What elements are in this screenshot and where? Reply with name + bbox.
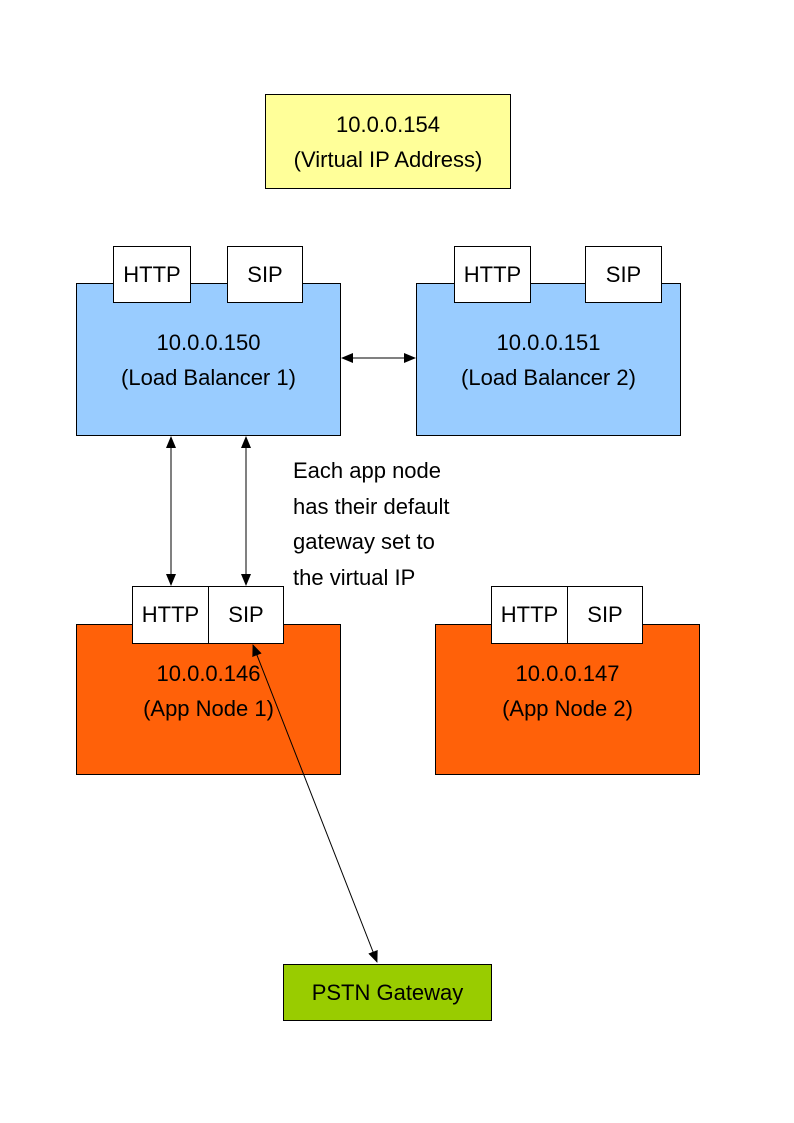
app-node-1-sip-port: SIP xyxy=(208,586,284,644)
pstn-gateway-box: PSTN Gateway xyxy=(283,964,492,1021)
app-node-1-address: 10.0.0.146 xyxy=(156,660,261,686)
load-balancer-2-sip-port: SIP xyxy=(585,246,662,303)
gateway-note-line: Each app node xyxy=(293,458,442,483)
load-balancer-2-box: 10.0.0.151 (Load Balancer 2) xyxy=(416,283,681,436)
gateway-note: Each app node has their default gateway … xyxy=(293,453,493,595)
load-balancer-1-sip-port: SIP xyxy=(227,246,303,303)
app-node-2-box: 10.0.0.147 (App Node 2) xyxy=(435,624,700,775)
load-balancer-2-label: (Load Balancer 2) xyxy=(461,364,636,390)
load-balancer-1-http-port: HTTP xyxy=(113,246,191,303)
app-node-2-label: (App Node 2) xyxy=(502,695,633,721)
sip-pstn-connector xyxy=(252,644,378,963)
app-node-1-label: (App Node 1) xyxy=(143,695,274,721)
gateway-note-line: gateway set to xyxy=(293,529,435,554)
gateway-note-line: has their default xyxy=(293,493,450,519)
pstn-gateway-label: PSTN Gateway xyxy=(311,980,464,1005)
app-node-2-http-port: HTTP xyxy=(491,586,568,644)
gateway-note-line: the virtual IP xyxy=(293,564,416,590)
virtual-ip-address: 10.0.0.154 xyxy=(336,111,440,137)
load-balancer-1-label: (Load Balancer 1) xyxy=(121,364,296,390)
load-balancer-2-address: 10.0.0.151 xyxy=(496,329,601,355)
load-balancer-1-address: 10.0.0.150 xyxy=(156,329,261,355)
virtual-ip-label: (Virtual IP Address) xyxy=(293,146,483,172)
virtual-ip-box: 10.0.0.154 (Virtual IP Address) xyxy=(265,94,511,189)
load-balancer-2-http-port: HTTP xyxy=(454,246,531,303)
app-node-2-sip-port: SIP xyxy=(567,586,643,644)
app-node-2-address: 10.0.0.147 xyxy=(515,660,620,686)
load-balancer-1-box: 10.0.0.150 (Load Balancer 1) xyxy=(76,283,341,436)
app-node-1-http-port: HTTP xyxy=(132,586,209,644)
